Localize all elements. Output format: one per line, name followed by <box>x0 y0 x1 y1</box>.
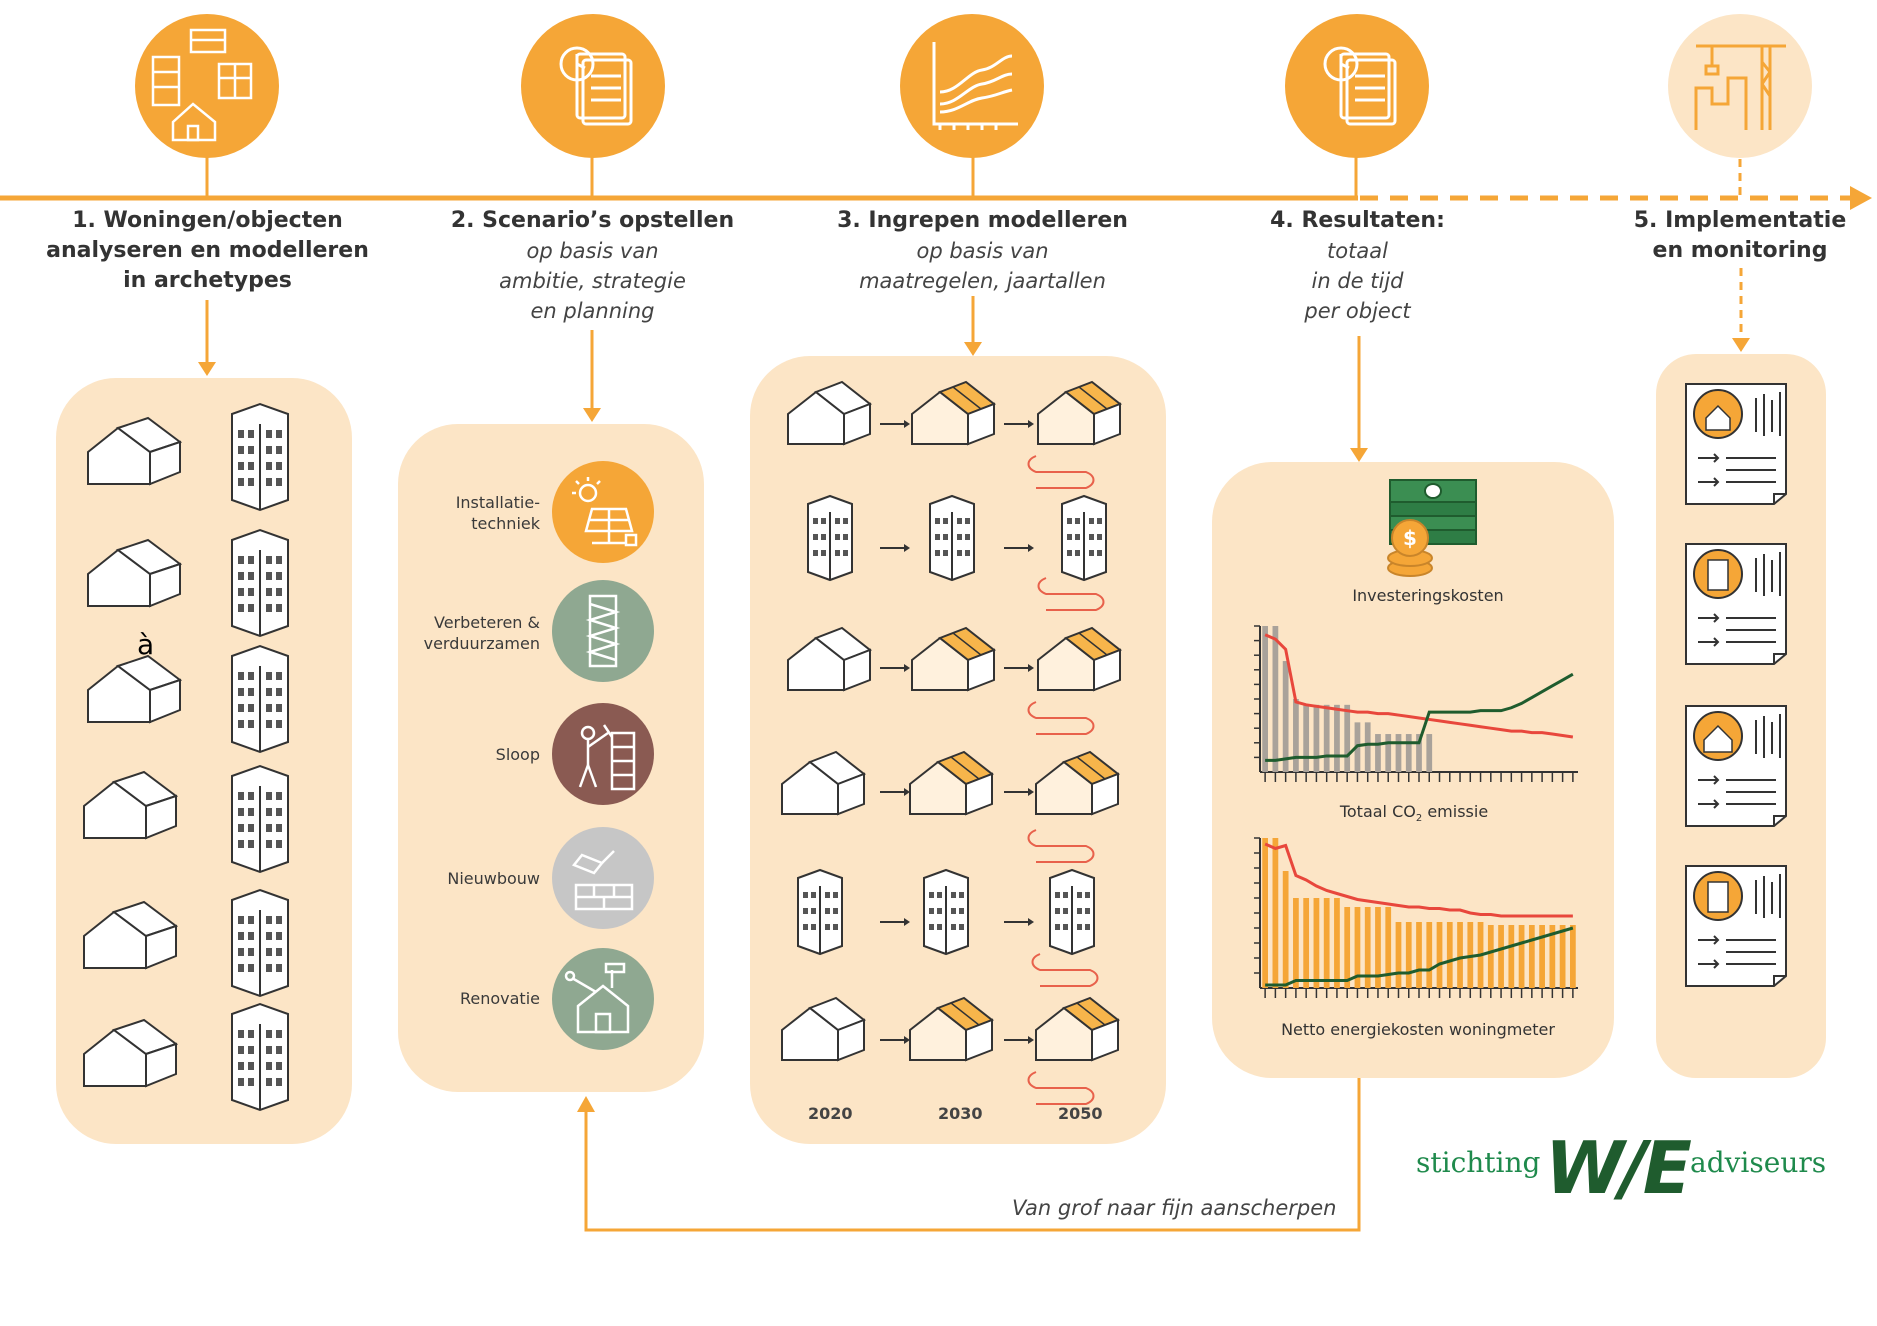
demolition-icon <box>552 703 654 805</box>
bar-19 <box>1446 922 1453 988</box>
buildings-icon <box>135 14 279 158</box>
step-2-title: 2. Scenario’s opstellen op basis van amb… <box>450 208 735 323</box>
money-coins-icon: $ <box>1387 479 1477 577</box>
bar-13 <box>1385 734 1392 772</box>
bar-13 <box>1385 907 1392 988</box>
line-chart-icon <box>900 14 1044 158</box>
document-clock-icon <box>521 14 665 158</box>
bar-16 <box>1416 922 1422 988</box>
panel-archetypes <box>56 378 352 1144</box>
bar-18 <box>1436 922 1443 988</box>
bar-17 <box>1426 922 1433 988</box>
bar-15 <box>1405 734 1412 772</box>
bar-5 <box>1303 898 1310 988</box>
feedback-arrowhead <box>577 1096 595 1112</box>
category-label-sloop: Sloop <box>495 745 540 764</box>
solar-panel-icon <box>552 461 654 563</box>
bar-25 <box>1508 925 1515 988</box>
logo-stichting: stichting <box>1416 1146 1541 1179</box>
bar-1 <box>1262 838 1269 988</box>
step-3-title: 3. Ingrepen modelleren op basis van maat… <box>837 208 1128 293</box>
bar-28 <box>1539 925 1545 988</box>
bar-11 <box>1364 722 1371 772</box>
bar-8 <box>1334 704 1340 772</box>
bar-29 <box>1549 925 1556 988</box>
red-line <box>1264 842 1573 918</box>
bar-23 <box>1487 925 1494 988</box>
document-clock-icon-2 <box>1285 14 1429 158</box>
bar-14 <box>1395 734 1402 772</box>
bar-6 <box>1313 898 1320 988</box>
bar-4 <box>1293 898 1299 988</box>
insulation-icon <box>552 580 654 682</box>
year-2030: 2030 <box>938 1104 983 1123</box>
archetypes-grid <box>83 403 289 1111</box>
bar-26 <box>1518 925 1525 988</box>
bar-3 <box>1282 871 1289 988</box>
bar-4 <box>1293 699 1299 772</box>
bar-15 <box>1405 922 1412 988</box>
green-line <box>1265 672 1574 762</box>
bar-3 <box>1282 661 1289 772</box>
year-2020: 2020 <box>808 1104 853 1123</box>
step-5-title: 5. Implementatie en monitoring <box>1633 208 1847 263</box>
svg-text:$: $ <box>1403 526 1417 550</box>
chart-co2-emissie <box>1254 625 1578 782</box>
stray-character: à <box>137 628 155 661</box>
red-line <box>1264 633 1574 739</box>
bar-30 <box>1559 925 1566 988</box>
bar-5 <box>1303 704 1310 772</box>
timeline-arrowhead <box>1850 186 1872 210</box>
bar-24 <box>1498 925 1504 988</box>
bar-6 <box>1313 704 1320 772</box>
bar-10 <box>1354 907 1361 988</box>
bar-14 <box>1395 922 1402 988</box>
year-2050: 2050 <box>1058 1104 1103 1123</box>
category-label-nieuwbouw: Nieuwbouw <box>447 869 540 888</box>
bar-31 <box>1569 925 1576 988</box>
chart2-title: Netto energiekosten woningmeter <box>1281 1020 1555 1039</box>
bar-17 <box>1426 734 1433 772</box>
bar-16 <box>1416 734 1422 772</box>
bar-9 <box>1344 704 1351 772</box>
logo-mark: W/E <box>1545 1126 1692 1210</box>
bar-7 <box>1323 704 1330 772</box>
bar-2 <box>1272 626 1279 772</box>
step-1-title: 1. Woningen/objecten analyseren en model… <box>46 208 369 293</box>
bar-1 <box>1262 626 1269 772</box>
chart-energiekosten <box>1254 837 1578 998</box>
feedback-label: Van grof naar fijn aanscherpen <box>1012 1196 1337 1220</box>
step-4-title: 4. Resultaten: totaal in de tijd per obj… <box>1270 208 1445 323</box>
renovation-house-icon <box>552 948 654 1050</box>
invest-label: Investeringskosten <box>1352 586 1504 605</box>
green-line <box>1265 926 1574 987</box>
bar-12 <box>1375 907 1381 988</box>
feedback-loop-line <box>584 1076 1361 1232</box>
trowel-bricks-icon <box>552 827 654 929</box>
bar-2 <box>1272 838 1279 988</box>
bar-20 <box>1457 922 1463 988</box>
bar-7 <box>1323 898 1330 988</box>
category-label-verbeteren: Verbeteren &verduurzamen <box>423 613 540 653</box>
bar-9 <box>1344 907 1351 988</box>
monitoring-docs <box>1685 383 1787 987</box>
bar-11 <box>1364 907 1371 988</box>
bar-27 <box>1528 925 1535 988</box>
logo-adviseurs: adviseurs <box>1690 1146 1827 1179</box>
crane-construction-icon <box>1668 14 1812 158</box>
bar-8 <box>1334 898 1340 988</box>
category-label-renovatie: Renovatie <box>459 989 540 1008</box>
bar-12 <box>1375 734 1381 772</box>
chart1-title: Totaal CO2 emissie <box>1339 802 1489 825</box>
category-label-installatietechniek: Installatie-techniek <box>455 493 540 533</box>
measures-grid <box>781 381 1121 1105</box>
